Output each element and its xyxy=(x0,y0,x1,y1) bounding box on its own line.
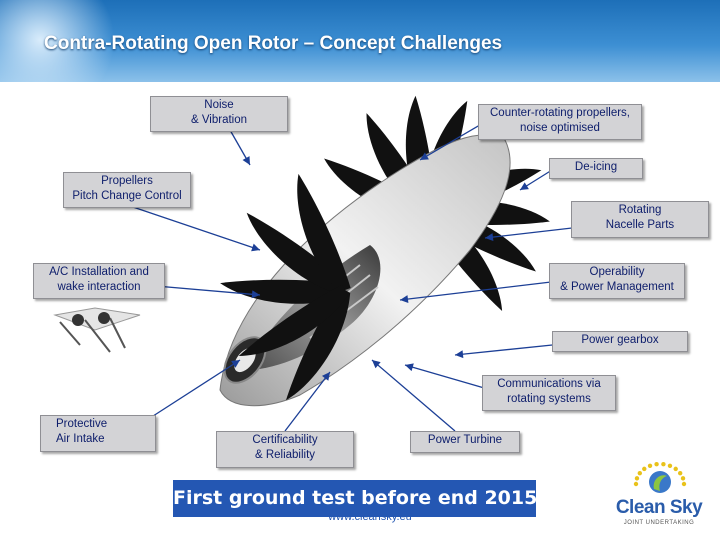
arrow-head xyxy=(400,295,409,304)
front-blade xyxy=(220,279,346,304)
callout-line xyxy=(454,343,563,356)
arrow-head xyxy=(251,243,260,252)
callout-line xyxy=(484,227,573,239)
logo-star xyxy=(654,462,659,467)
logo-star xyxy=(667,463,673,469)
dandelion-graphic xyxy=(0,0,120,82)
front-blade xyxy=(238,284,348,356)
callout-arrows xyxy=(109,121,573,432)
logo-star xyxy=(637,470,643,476)
logo-star xyxy=(634,476,640,481)
ground-test-banner: First ground test before end 2015 xyxy=(173,480,537,517)
label-power-turbine: Power Turbine xyxy=(410,431,520,453)
arrow-head xyxy=(485,233,494,242)
installation-inset xyxy=(53,307,141,353)
logo-star xyxy=(677,470,683,476)
front-blade xyxy=(297,173,351,293)
arrow-head xyxy=(405,363,414,372)
arrow-head xyxy=(420,152,429,160)
label-power-gearbox: Power gearbox xyxy=(552,331,688,352)
callout-line xyxy=(419,121,486,161)
arrow-head xyxy=(231,360,240,368)
front-blade xyxy=(246,212,349,295)
logo-star xyxy=(673,466,678,472)
label-counter-rotating: Counter-rotating propellers,noise optimi… xyxy=(478,104,642,140)
arrow-head xyxy=(372,360,381,369)
front-blade xyxy=(285,287,351,401)
logo-text: Clean Sky xyxy=(615,497,703,518)
arrow-head xyxy=(520,182,529,190)
arrow-head xyxy=(455,350,464,359)
logo-subtitle: JOINT UNDERTAKING xyxy=(623,520,695,526)
label-deicing: De-icing xyxy=(549,158,643,179)
callout-line xyxy=(399,281,552,301)
logo-star xyxy=(661,462,666,467)
logo-star xyxy=(633,481,639,487)
logo-star xyxy=(680,476,686,481)
front-propeller-blades xyxy=(220,173,351,401)
clean-sky-logo-icon xyxy=(633,462,687,493)
callout-line xyxy=(149,359,241,419)
callout-line xyxy=(371,359,456,432)
logo-star xyxy=(642,466,647,472)
label-noise-vibration: Noise& Vibration xyxy=(150,96,288,132)
logo-star xyxy=(647,463,653,469)
label-certifiability: Certificability& Reliability xyxy=(216,431,354,468)
arrow-head xyxy=(242,156,250,165)
logo-star xyxy=(681,481,687,487)
arrow-head xyxy=(251,290,260,299)
callout-line xyxy=(129,205,261,251)
title-bar: Contra-Rotating Open Rotor – Concept Cha… xyxy=(0,0,720,82)
arrow-head xyxy=(321,372,330,381)
callout-line xyxy=(284,371,331,432)
slide-title: Contra-Rotating Open Rotor – Concept Cha… xyxy=(44,33,503,54)
label-operability: Operability& Power Management xyxy=(549,263,685,299)
